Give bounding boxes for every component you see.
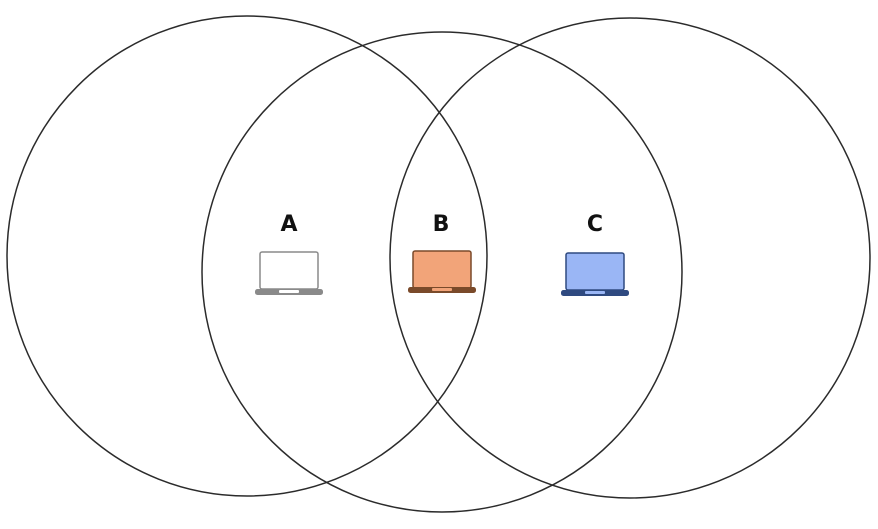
laptop-icon (255, 251, 323, 295)
node-b: B (408, 212, 476, 293)
node-c-label: C (587, 212, 603, 237)
node-c: C (561, 212, 629, 296)
node-a-label: A (280, 212, 297, 237)
range-circle-c (389, 17, 871, 499)
node-b-label: B (433, 212, 450, 237)
node-a: A (255, 212, 323, 295)
range-circle-b (201, 31, 683, 513)
laptop-icon (561, 252, 629, 296)
laptop-icon (408, 250, 476, 293)
range-circle-a (6, 15, 488, 497)
